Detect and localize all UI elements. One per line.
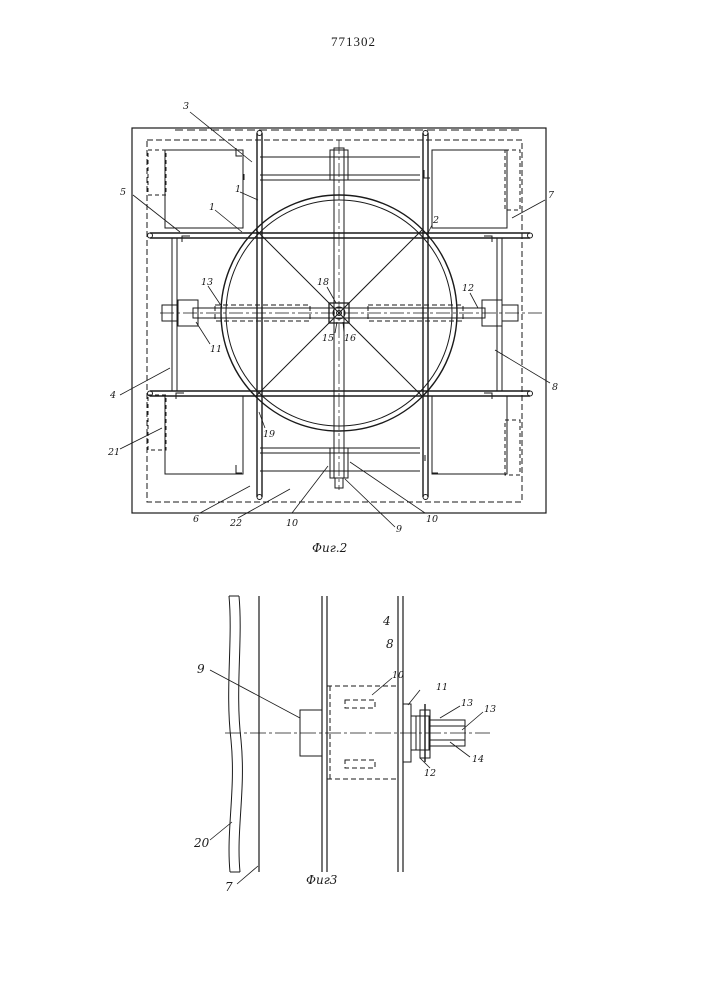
label-15: 15 bbox=[322, 333, 334, 344]
label-3: 3 bbox=[183, 101, 189, 112]
break-line-inner bbox=[239, 596, 243, 872]
label-11: 11 bbox=[210, 344, 222, 355]
fig2-caption: Фиг.2 bbox=[312, 541, 347, 555]
fig3-label-7: 7 bbox=[225, 880, 233, 894]
fig2-drawing bbox=[120, 112, 550, 527]
label-10-right: 10 bbox=[426, 514, 438, 525]
label-1-upper: 1 bbox=[235, 184, 241, 195]
label-16: 16 bbox=[344, 333, 356, 344]
label-13: 13 bbox=[201, 277, 213, 288]
fig3-caption: Фиг3 bbox=[306, 873, 338, 887]
horizontal-bars bbox=[148, 130, 533, 471]
fig3-label-20: 20 bbox=[193, 836, 210, 850]
break-line-left bbox=[229, 596, 233, 872]
label-8: 8 bbox=[552, 382, 558, 393]
label-18: 18 bbox=[317, 277, 329, 288]
label-12: 12 bbox=[462, 283, 474, 294]
fig3-leaders bbox=[210, 670, 483, 884]
fig3-labels: 4 8 9 10 11 13 13 14 12 20 7 Фиг3 bbox=[193, 614, 496, 894]
label-22: 22 bbox=[229, 518, 242, 529]
fig3-drawing bbox=[210, 596, 490, 884]
fig3-label-8: 8 bbox=[386, 637, 394, 651]
label-1-lower: 1 bbox=[209, 202, 215, 213]
fig3-label-4: 4 bbox=[382, 614, 391, 628]
fig3-label-13-inner: 13 bbox=[461, 698, 473, 709]
dashed-part-10 bbox=[327, 686, 398, 779]
label-7: 7 bbox=[548, 190, 555, 201]
fig2-leaders bbox=[120, 112, 550, 527]
label-10-left: 10 bbox=[286, 518, 298, 529]
label-2: 2 bbox=[432, 215, 439, 226]
fig3-label-9: 9 bbox=[197, 662, 205, 676]
fig3-label-13-outer: 13 bbox=[484, 704, 496, 715]
label-5: 5 bbox=[120, 187, 126, 198]
fig2-labels: 3 1 1 5 7 2 13 12 18 15 16 11 4 8 19 21 … bbox=[107, 101, 558, 555]
horizontal-shaft bbox=[160, 300, 545, 326]
fig3-label-12: 12 bbox=[424, 768, 436, 779]
fig3-label-10: 10 bbox=[392, 670, 404, 681]
fig3-label-11: 11 bbox=[436, 682, 448, 693]
label-9: 9 bbox=[396, 524, 402, 535]
label-6: 6 bbox=[193, 514, 199, 525]
label-19: 19 bbox=[263, 429, 275, 440]
label-4: 4 bbox=[109, 390, 116, 401]
fig3-label-14: 14 bbox=[472, 754, 484, 765]
label-21: 21 bbox=[107, 447, 120, 458]
